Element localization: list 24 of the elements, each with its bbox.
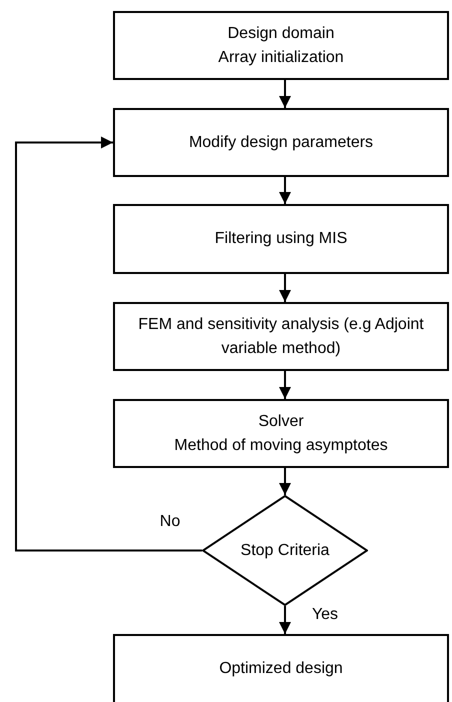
node-text: Filtering using MIS xyxy=(214,229,348,249)
arrow xyxy=(279,177,291,204)
process-box xyxy=(113,634,449,702)
node-text: Modify design parameters xyxy=(188,132,374,152)
arrow xyxy=(279,80,291,108)
edge-label: Yes xyxy=(312,607,338,623)
arrow xyxy=(279,274,291,302)
arrow xyxy=(15,136,202,552)
node-text: Solver xyxy=(258,412,304,432)
node-text: Design domain xyxy=(228,24,334,44)
node-text: FEM and sensitivity analysis (e.g Adjoint variable method) xyxy=(137,314,425,358)
node-text: Array initialization xyxy=(218,48,344,68)
node-text: Method of moving asymptotes xyxy=(174,436,388,456)
arrow xyxy=(279,371,291,399)
node-text: Stop Criteria xyxy=(240,540,330,560)
arrow xyxy=(279,468,291,495)
arrow xyxy=(279,606,291,634)
process-box xyxy=(113,302,449,371)
process-box xyxy=(113,399,449,468)
node-text: Optimized design xyxy=(219,659,343,679)
process-box xyxy=(113,204,449,274)
process-box xyxy=(113,108,449,177)
edge-label: No xyxy=(160,514,180,530)
process-box xyxy=(113,11,449,80)
